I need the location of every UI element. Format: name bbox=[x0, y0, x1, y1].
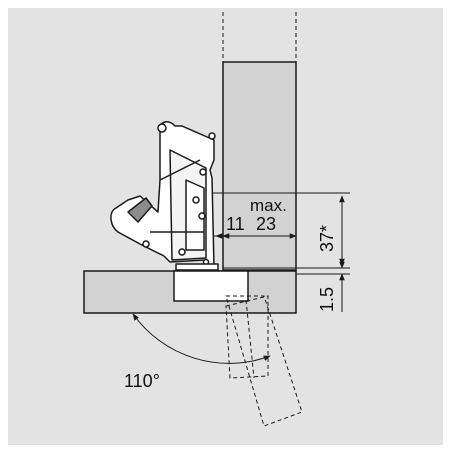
hinge-arm bbox=[110, 121, 219, 271]
bore-distance-label: 37* bbox=[317, 225, 337, 252]
max-value-label: 23 bbox=[256, 214, 276, 234]
opening-angle-label: 110° bbox=[124, 371, 160, 391]
cabinet-side-panel bbox=[222, 12, 297, 271]
opening-angle-arc bbox=[132, 313, 271, 364]
overlay-dimension-label: 11 bbox=[226, 214, 245, 234]
max-label: max. bbox=[250, 196, 287, 215]
gap-label: 1.5 bbox=[317, 287, 337, 312]
